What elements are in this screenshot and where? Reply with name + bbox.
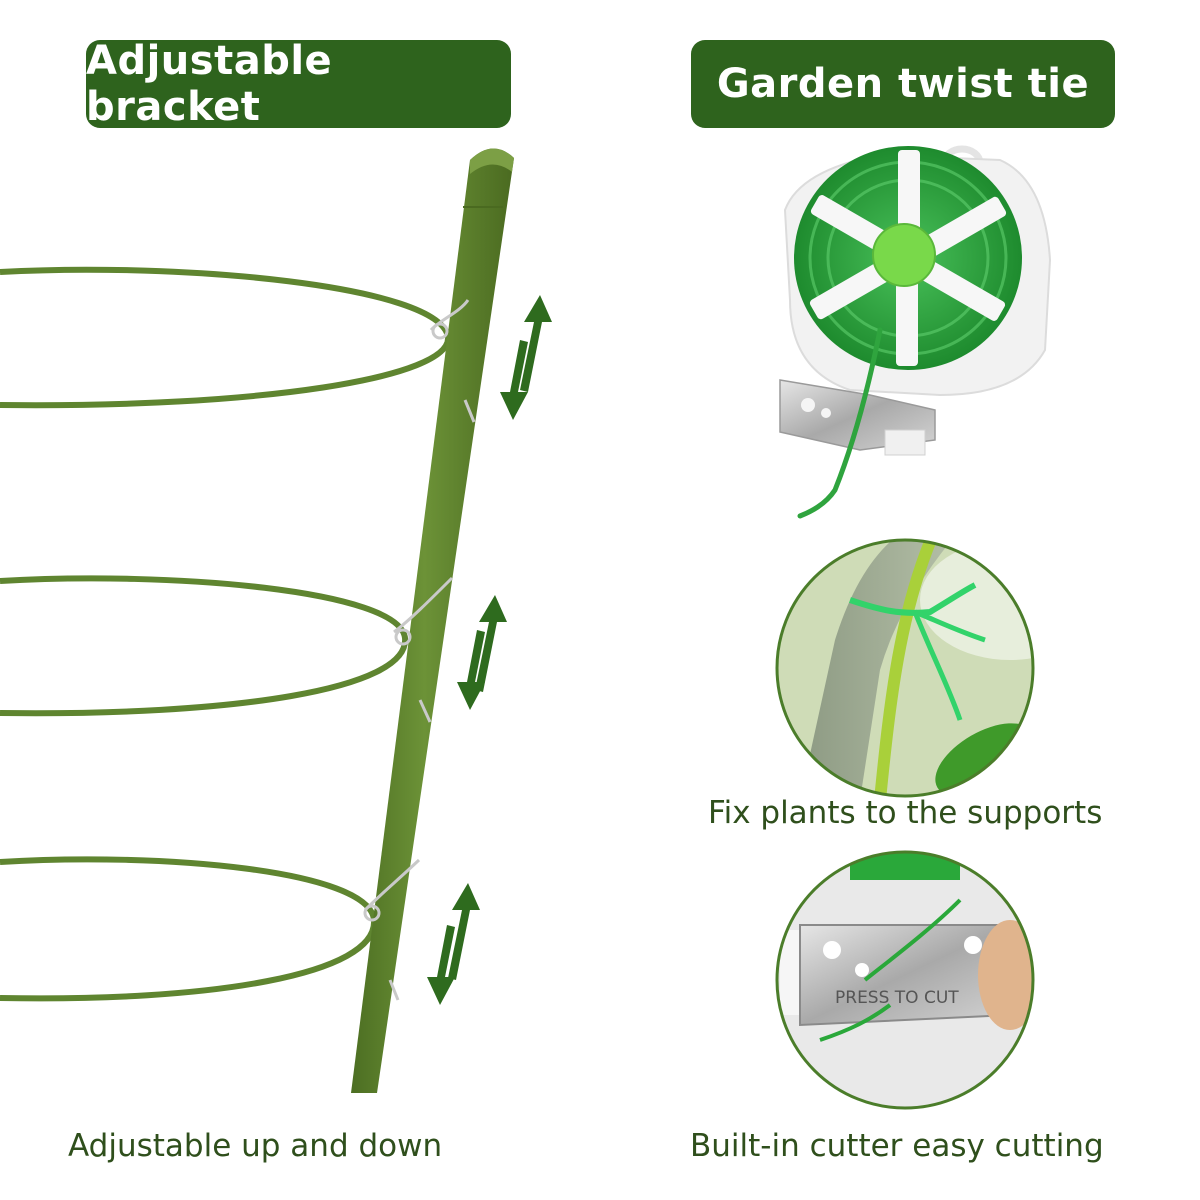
arrows-middle [457,595,507,710]
twist-tie-spool [779,145,1052,519]
ring-middle [0,575,409,717]
ring-clips [363,299,476,1001]
adjustable-caption: Adjustable up and down [68,1128,443,1164]
cutter-closeup-photo: PRESS TO CUT [775,850,1035,1110]
garden-twist-tie-title: Garden twist tie [691,40,1115,128]
tie-on-plant-photo [775,538,1035,798]
cutter-caption: Built-in cutter easy cutting [690,1128,1104,1164]
arrows-top [500,295,552,420]
fix-plants-caption: Fix plants to the supports [708,795,1103,831]
ring-top [0,266,451,409]
ring-bottom [0,856,378,1002]
plant-stake [351,148,514,1093]
arrows-bottom [427,883,480,1005]
cutter-label: PRESS TO CUT [835,988,959,1008]
adjustable-bracket-title: Adjustable bracket [86,38,511,130]
adjust-arrows-icon [427,295,552,1005]
